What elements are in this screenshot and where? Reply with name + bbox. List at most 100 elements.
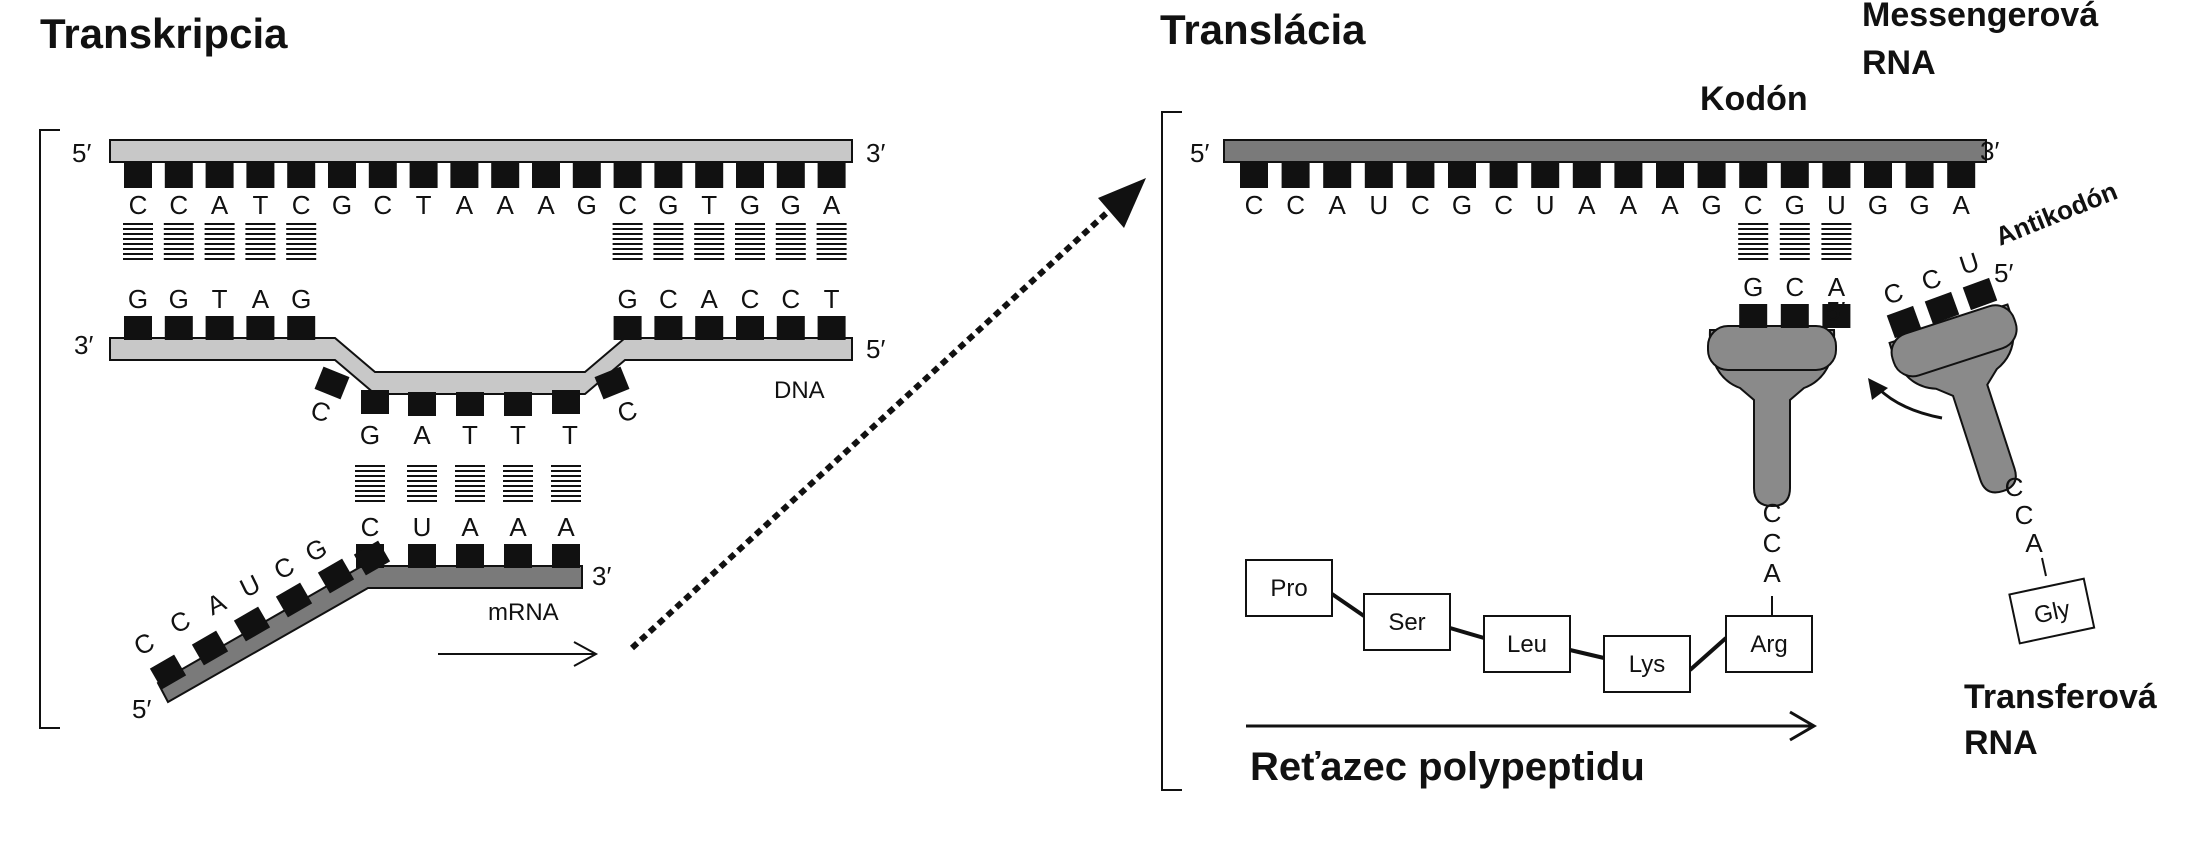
- dna-bottom-base: A: [701, 284, 719, 314]
- nucleotide-nub: [149, 654, 187, 690]
- incoming-trna-tail: CCA: [2005, 472, 2044, 558]
- nucleotide-nub: [328, 162, 356, 188]
- dna-bottom-three-prime: 3′: [74, 330, 93, 360]
- nucleotide-nub: [1864, 162, 1892, 188]
- mrna-diagonal-base: C: [165, 604, 195, 639]
- nucleotide-nub: [1780, 304, 1809, 328]
- bound-trna-five-prime: 5′: [1826, 296, 1845, 326]
- nucleotide-nub: [1947, 162, 1976, 188]
- nucleotide-nub: [275, 582, 313, 618]
- mrna-three-prime: 3′: [592, 561, 611, 591]
- mrna-paired-base: C: [361, 512, 380, 542]
- nucleotide-nub: [695, 316, 724, 340]
- transfer-rna-label-line2: RNA: [1964, 724, 2038, 762]
- dna-top-base: G: [740, 190, 760, 220]
- translation-mrna-base: A: [1661, 190, 1679, 220]
- nucleotide-nub: [532, 162, 560, 188]
- nucleotide-nub: [1697, 162, 1726, 188]
- dna-bubble-base: G: [360, 420, 380, 450]
- messenger-rna-label-line1: Messengerová: [1862, 0, 2098, 34]
- mrna-label: mRNA: [488, 599, 559, 626]
- nucleotide-nub: [817, 316, 846, 340]
- nucleotide-nub: [287, 162, 316, 188]
- trna-tail-base: C: [1763, 528, 1782, 558]
- nucleotide-nub: [736, 316, 764, 340]
- nucleotide-nub: [314, 366, 350, 400]
- peptide-bond: [1449, 626, 1485, 640]
- dna-bottom-nubs: [124, 316, 846, 416]
- amino-acid-label: Pro: [1270, 575, 1307, 602]
- translation-bracket: [1161, 111, 1182, 791]
- dna-bottom-base: G: [128, 284, 148, 314]
- amino-acid-box: [1245, 559, 1333, 617]
- chain-direction-arrow: [1246, 710, 1817, 742]
- nucleotide-nub: [1739, 162, 1768, 188]
- translation-mrna-base: G: [1452, 190, 1472, 220]
- nucleotide-nub: [1364, 162, 1393, 188]
- dna-bubble-base: T: [510, 420, 526, 450]
- nucleotide-nub: [552, 544, 580, 568]
- mrna-five-prime: 5′: [132, 694, 151, 724]
- trna-tail-base: A: [1763, 558, 1781, 588]
- polypeptide-chain-label: Reťazec polypeptidu: [1250, 745, 1645, 789]
- nucleotide-nub: [408, 392, 436, 416]
- dna-bottom-base: G: [617, 284, 637, 314]
- trna-tail-base: C: [2015, 500, 2034, 530]
- nucleotide-nub: [1962, 277, 1998, 311]
- transcription-bracket: [39, 129, 60, 729]
- peptide-bond: [1330, 592, 1366, 618]
- mrna-paired-base: A: [461, 512, 479, 542]
- nucleotide-nub: [491, 162, 520, 188]
- anticodon-base: G: [1743, 272, 1763, 302]
- dna-bottom-base: C: [659, 284, 678, 314]
- nucleotide-nub: [246, 162, 275, 188]
- incoming-anticodon-base: U: [1956, 246, 1983, 280]
- nucleotide-nub: [1406, 162, 1435, 188]
- dna-bottom-base: G: [169, 284, 189, 314]
- dna-bottom-base: T: [824, 284, 840, 314]
- dna-bubble-base: C: [307, 394, 334, 428]
- incoming-arrow: [1868, 378, 1943, 420]
- nucleotide-nub: [613, 316, 642, 340]
- nucleotide-nub: [1281, 162, 1310, 188]
- translation-mrna-base: G: [1909, 190, 1929, 220]
- translation-mrna-five-prime: 5′: [1190, 138, 1209, 168]
- dna-top-base: G: [332, 190, 352, 220]
- amino-acid-box: [1483, 615, 1571, 673]
- nucleotide-nub: [1656, 162, 1684, 188]
- dna-top-base: A: [211, 190, 229, 220]
- dna-bubble-base: T: [562, 420, 578, 450]
- translation-mrna-base: G: [1701, 190, 1721, 220]
- nucleotide-nub: [776, 316, 805, 340]
- dna-top-three-prime: 3′: [866, 138, 885, 168]
- incoming-trna-five-prime: 5′: [1994, 258, 2013, 288]
- nucleotide-nub: [1886, 305, 1922, 339]
- dna-top-base: T: [701, 190, 717, 220]
- dna-top-base: A: [456, 190, 474, 220]
- nucleotide-nub: [1614, 162, 1643, 188]
- nucleotide-nub: [1489, 162, 1518, 188]
- amino-acid-label: Arg: [1750, 631, 1787, 658]
- dna-top-base: C: [292, 190, 311, 220]
- mrna-diagonal-base: C: [269, 550, 299, 585]
- nucleotide-nub: [456, 544, 484, 568]
- translation-mrna-nubs: [1240, 162, 1976, 188]
- peptide-bond: [1569, 648, 1605, 660]
- nucleotide-nub: [1240, 162, 1268, 188]
- nucleotide-nub: [1924, 291, 1960, 325]
- dna-top-base: C: [129, 190, 148, 220]
- mrna-diagonal-base: C: [129, 626, 159, 661]
- translation-mrna-base: C: [1245, 190, 1264, 220]
- translation-mrna-base: C: [1411, 190, 1430, 220]
- trna-tail-base: C: [1763, 498, 1782, 528]
- nucleotide-nub: [1822, 304, 1851, 328]
- nucleotide-nub: [695, 162, 724, 188]
- nucleotide-nub: [287, 316, 316, 340]
- translation-mrna-base: A: [1953, 190, 1971, 220]
- amino-acid-box: [1603, 635, 1691, 693]
- trna-tail-base: C: [2005, 472, 2024, 502]
